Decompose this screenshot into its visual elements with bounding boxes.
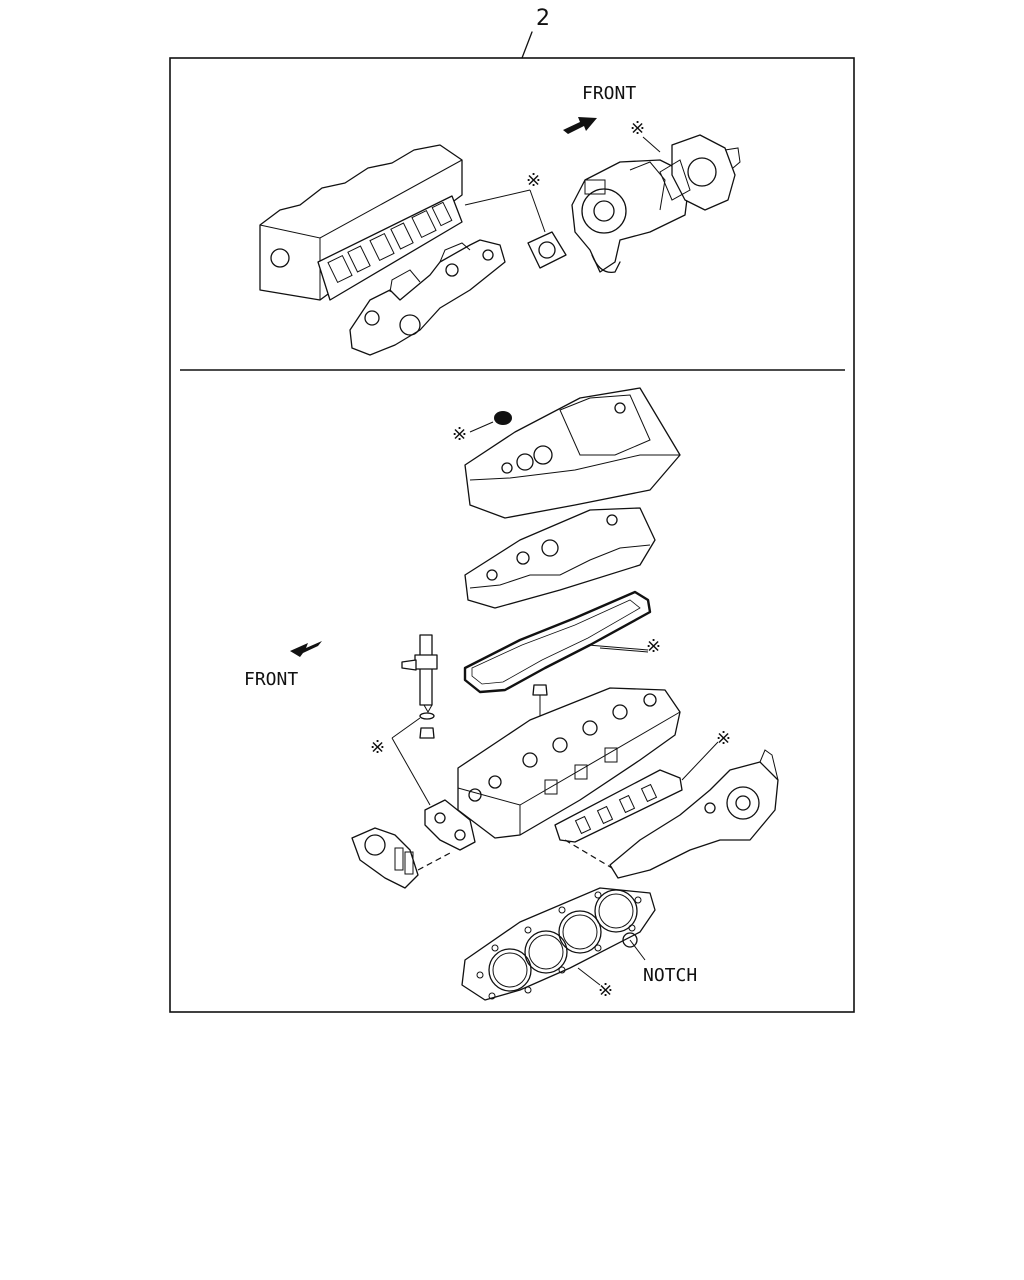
injection-nozzle xyxy=(401,634,438,739)
marker-head-gasket: ※ xyxy=(598,980,613,1001)
cylinder-head xyxy=(457,687,681,839)
top-panel: FRONT xyxy=(259,83,741,356)
thermostat-housing xyxy=(351,827,419,889)
cylinder-head-cover xyxy=(464,507,656,609)
marker-cap: ※ xyxy=(452,424,467,445)
head-cover-gasket: ※ xyxy=(463,590,661,694)
intake-manifold xyxy=(609,749,779,879)
notch-label: NOTCH xyxy=(643,965,697,986)
alignment-dash-intake xyxy=(564,839,613,869)
front-label-bottom: FRONT xyxy=(244,669,298,690)
thermostat-gasket: ※ xyxy=(370,717,476,851)
ref-leader-line xyxy=(521,31,533,59)
gasket-notch xyxy=(622,932,638,948)
marker-top-1: ※ xyxy=(526,170,541,191)
front-arrow-top-icon xyxy=(563,117,597,134)
front-arrow-bottom-icon xyxy=(290,641,322,657)
diagram-frame xyxy=(169,57,855,1013)
exhaust-manifold-gasket xyxy=(317,195,463,301)
turbo-outlet-elbow: ※ xyxy=(630,118,741,211)
marker-intake: ※ xyxy=(716,728,731,749)
marker-top-2: ※ xyxy=(630,118,645,139)
head-cover-upper xyxy=(464,387,681,519)
cylinder-head-gasket: ※ xyxy=(461,887,656,1001)
turbo-gasket: ※ xyxy=(464,170,567,269)
alignment-dash-thermostat xyxy=(417,851,453,871)
exhaust-manifold xyxy=(349,239,506,356)
marker-nozzle: ※ xyxy=(370,737,385,758)
oil-filler-cap: ※ xyxy=(452,411,512,445)
turbocharger xyxy=(571,159,691,274)
front-label-top: FRONT xyxy=(582,83,636,104)
bottom-panel: ※ ※ FRONT xyxy=(244,387,779,1001)
intake-manifold-gasket: ※ xyxy=(554,728,731,843)
figure-ref-number: 2 xyxy=(536,6,550,31)
marker-gasket: ※ xyxy=(646,636,661,657)
